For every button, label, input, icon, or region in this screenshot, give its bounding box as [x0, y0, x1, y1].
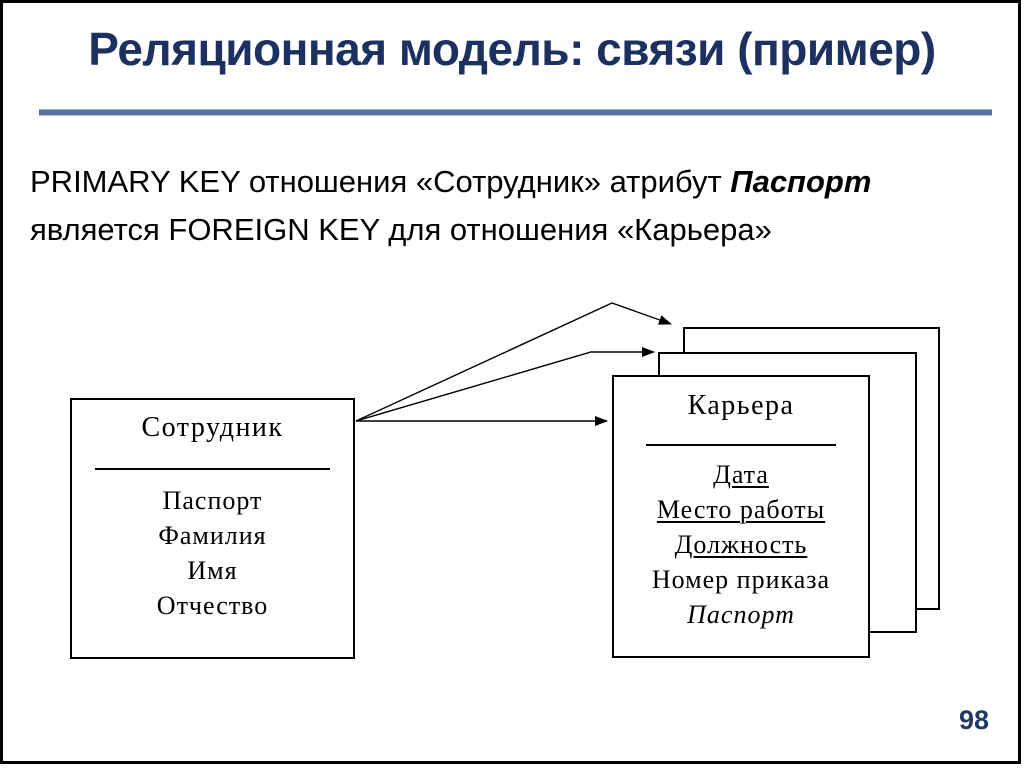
attribute-label: Номер приказа	[651, 565, 831, 594]
body-line-1-text: PRIMARY KEY отношения «Сотрудник» атрибу…	[30, 164, 731, 199]
attribute-label: Имя	[187, 556, 238, 585]
entity-sotrudnik: Сотрудник Паспорт Фамилия Имя Отчество	[70, 398, 355, 659]
entity-attribute-list: Паспорт Фамилия Имя Отчество	[72, 483, 353, 623]
entity-title: Сотрудник	[141, 412, 284, 443]
entity-karera: Карьера Дата Место работы Должность Номе…	[612, 375, 870, 658]
page-number: 98	[958, 705, 989, 735]
arrow-to-mid-copy	[355, 347, 655, 422]
title-divider	[39, 109, 992, 116]
attribute-label: Отчество	[156, 591, 269, 620]
slide-title: Реляционная модель: связи (пример)	[88, 23, 936, 75]
entity-attribute-list: Дата Место работы Должность Номер приказ…	[614, 457, 868, 632]
body-line-2: является FOREIGN KEY для отношения «Карь…	[30, 212, 772, 247]
entity-title: Карьера	[687, 390, 795, 421]
attribute-label: Дата	[713, 460, 769, 489]
attribute-label: Паспорт	[162, 486, 263, 515]
body-line-1: PRIMARY KEY отношения «Сотрудник» атрибу…	[30, 158, 1000, 206]
attribute-label: Должность	[674, 530, 808, 559]
attribute-label: Место работы	[656, 495, 826, 524]
attribute-label: Паспорт	[687, 600, 795, 629]
body-text: PRIMARY KEY отношения «Сотрудник» атрибу…	[30, 158, 1000, 254]
body-line-1-emphasis: Паспорт	[730, 164, 872, 199]
entity-title-separator	[95, 468, 330, 470]
entity-title-separator	[646, 444, 836, 446]
attribute-label: Фамилия	[158, 521, 267, 550]
